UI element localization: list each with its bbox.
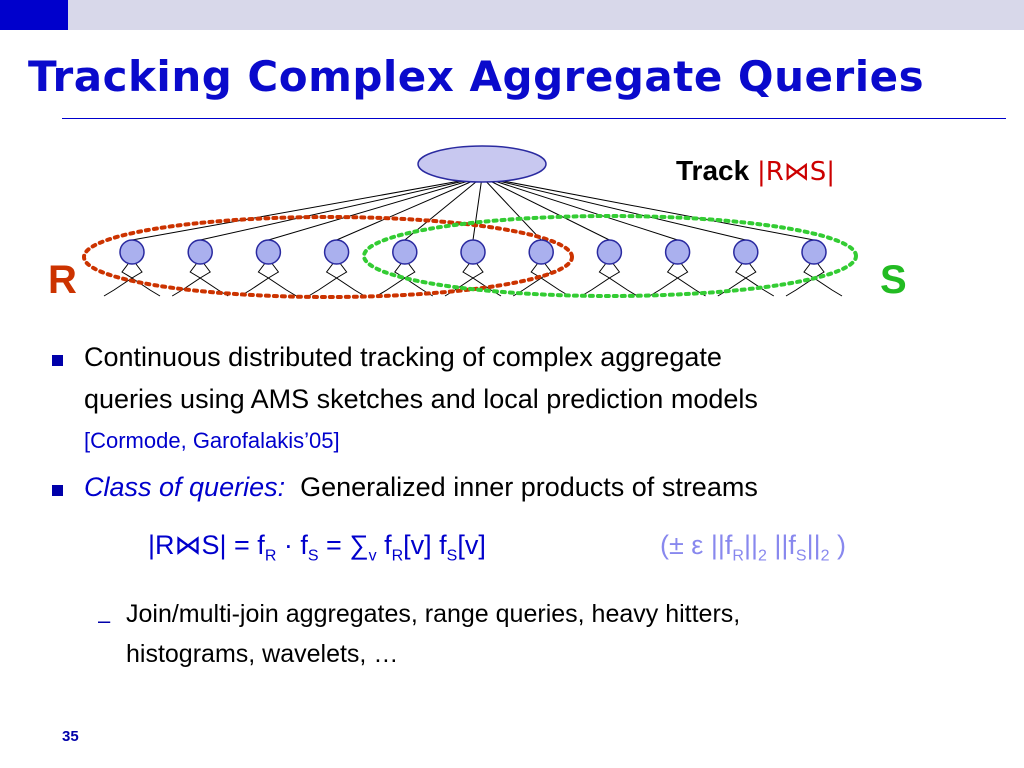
bullet-marker [52,485,63,496]
bullet-2-label: Class of queries: [84,472,286,502]
site-node [392,239,418,265]
title-rule [62,118,1006,119]
bullet-2: Class of queries: Generalized inner prod… [84,472,758,503]
track-expression: |R⋈S| [756,157,836,187]
site-node [255,239,282,265]
stream-wire [676,263,706,297]
fan-out-line [481,176,678,241]
stream-wire [649,263,679,297]
fan-out-line [131,176,483,241]
coordinator-node [417,145,547,183]
stream-wire [813,263,843,297]
fan-out-line [481,176,746,241]
top-band [0,0,1024,30]
site-node [323,239,350,265]
fan-out-line [268,176,483,241]
sub-bullet-line-1: Join/multi-join aggregates, range querie… [126,600,741,628]
site-node [187,239,213,265]
track-word: Track [676,155,750,186]
bullet-2-text: Generalized inner products of streams [300,472,758,502]
stream-wire [240,263,270,297]
site-node [733,239,759,265]
fan-out-line [481,176,610,241]
stream-wire [131,263,161,297]
stream-wire [608,263,638,297]
site-node [801,239,827,265]
fan-out-line [472,176,483,241]
r-group-ellipse [82,215,574,299]
sub-bullet-dash: – [98,608,111,633]
top-accent-square [0,0,68,30]
site-node [596,239,623,265]
fan-out-lines [131,176,815,241]
sub-bullet-line-2: histograms, wavelets, … [126,640,399,668]
stream-wire [103,263,133,297]
network-diagram [82,145,858,299]
citation: [Cormode, Garofalakis’05] [84,428,340,453]
bullet-1-line-2: queries using AMS sketches and local pre… [84,384,758,414]
stream-wire [376,263,406,297]
site-node [664,239,691,265]
stream-wire [335,263,365,297]
site-node [528,239,554,265]
stream-wire [744,263,775,297]
track-label: Track |R⋈S| [676,155,835,187]
bullet-marker [52,355,63,366]
label-r: R [48,258,77,302]
stream-wire [540,263,570,297]
s-group-ellipse [362,214,858,298]
slide-title: Tracking Complex Aggregate Queries [28,52,925,101]
stream-wire [267,263,297,297]
stream-wire [308,263,338,297]
site-node [460,239,486,265]
fan-out-line [200,176,483,241]
slide-number: 35 [62,728,79,745]
fan-out-line [336,176,483,241]
site-nodes [119,239,827,265]
fan-out-line [481,176,542,241]
error-bound: (± ε ||fR||2 ||fS||2 ) [660,530,847,565]
bullet-1-line-1: Continuous distributed tracking of compl… [84,342,722,372]
site-node [119,239,145,265]
label-s: S [880,258,907,302]
fan-out-line [481,176,815,241]
stream-wire [581,263,611,297]
inner-product-formula: |R⋈S| = fR · fS = ∑v fR[v] fS[v] [148,530,486,565]
